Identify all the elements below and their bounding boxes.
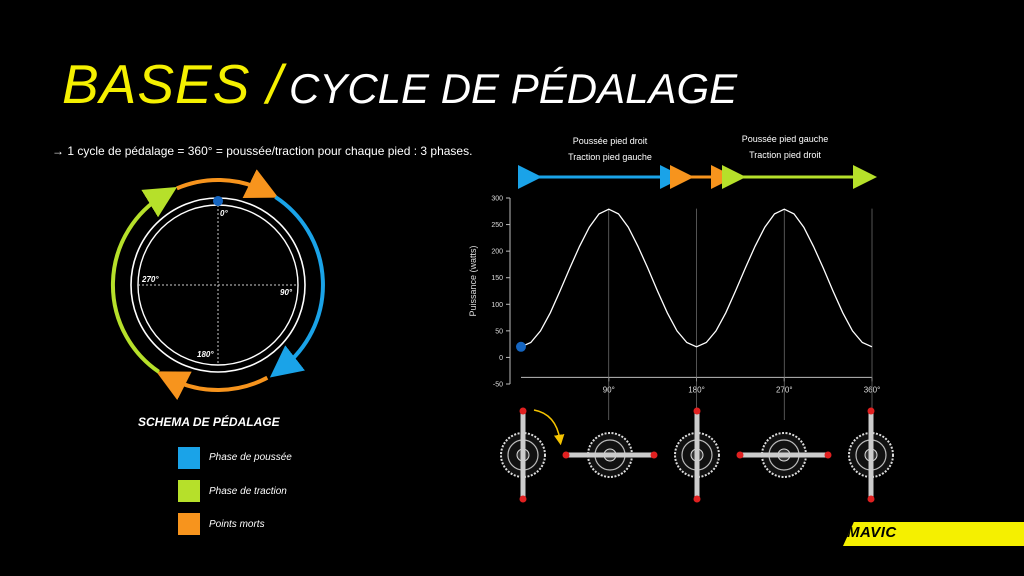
start-point-marker <box>516 341 526 352</box>
y-tick-label: 150 <box>491 275 503 282</box>
y-tick-label: 300 <box>491 196 503 203</box>
label-90deg: 90° <box>280 288 293 297</box>
legend-label-pull: Phase de traction <box>209 486 287 497</box>
label-270deg: 270° <box>141 275 159 284</box>
pedal-left <box>562 451 570 459</box>
mavic-logo: MAVIC <box>843 522 1024 546</box>
pedal-left <box>867 495 875 503</box>
legend-swatch-pull <box>178 480 200 502</box>
crank-180deg <box>674 407 720 503</box>
phase-left-line1: Poussée pied gauche <box>741 134 829 144</box>
pedal-left <box>693 407 701 415</box>
legend-label-dead: Points morts <box>209 519 265 530</box>
page-title: BASES /CYCLE DE PÉDALAGE <box>62 52 737 116</box>
y-tick-label: 250 <box>491 222 503 229</box>
intro-text: → 1 cycle de pédalage = 360° = poussée/t… <box>52 144 473 158</box>
pedal-left <box>824 451 832 459</box>
legend-title: SCHEMA DE PÉDALAGE <box>138 415 280 429</box>
y-tick-label: 200 <box>491 249 503 256</box>
pedal-right <box>867 407 875 415</box>
top-dead-point-arrow <box>176 169 279 198</box>
phase-right-line1: Poussée pied droit <box>572 136 648 146</box>
crank-270deg <box>736 432 832 478</box>
pedal-left <box>519 495 527 503</box>
y-tick-label: 100 <box>491 302 503 309</box>
pull-phase-arrow <box>110 186 178 374</box>
pedal-right <box>650 451 658 459</box>
phase-header-right: Poussée pied droit Traction pied gauche <box>540 133 680 165</box>
logo-text: MAVIC <box>847 524 897 541</box>
legend-label-push: Phase de poussée <box>209 452 292 463</box>
pedal-right <box>736 451 744 459</box>
power-curve <box>520 208 873 348</box>
title-main: BASES / <box>62 53 283 115</box>
start-marker-circle <box>213 196 223 206</box>
title-sub: CYCLE DE PÉDALAGE <box>288 65 738 112</box>
crank-0deg <box>500 407 546 503</box>
y-tick-label: -50 <box>493 382 503 389</box>
y-tick-label: 0 <box>499 355 503 362</box>
y-axis-label: Puissance (watts) <box>468 245 478 316</box>
phase-header-left: Poussée pied gauche Traction pied droit <box>715 131 855 163</box>
legend-swatch-dead <box>178 513 200 535</box>
phase-left-line2: Traction pied droit <box>749 150 821 160</box>
bottom-dead-point-arrow <box>156 371 269 401</box>
legend-swatch-push <box>178 447 200 469</box>
rotation-direction-arrow <box>533 409 565 446</box>
crank-positions <box>500 407 894 503</box>
pedal-right <box>519 407 527 415</box>
phase-right-line2: Traction pied gauche <box>568 152 652 162</box>
y-tick-label: 50 <box>495 328 503 335</box>
label-180deg: 180° <box>197 350 214 359</box>
crank-90deg <box>562 432 658 478</box>
push-phase-arrow <box>269 195 325 378</box>
power-chart: -5005010015020025030090°180°270°360°Puis… <box>468 196 880 420</box>
pedal-right <box>693 495 701 503</box>
label-0deg: 0° <box>220 209 228 218</box>
crank-360deg <box>848 407 894 503</box>
